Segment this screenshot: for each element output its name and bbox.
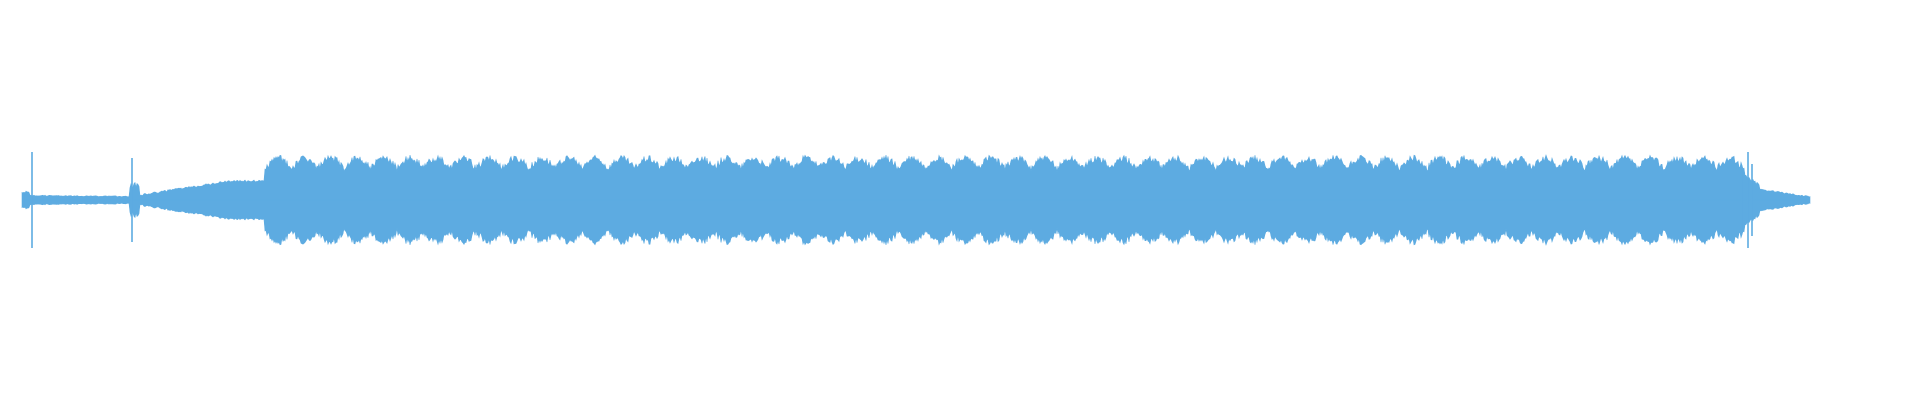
waveform-transient-spikes <box>23 152 1753 248</box>
